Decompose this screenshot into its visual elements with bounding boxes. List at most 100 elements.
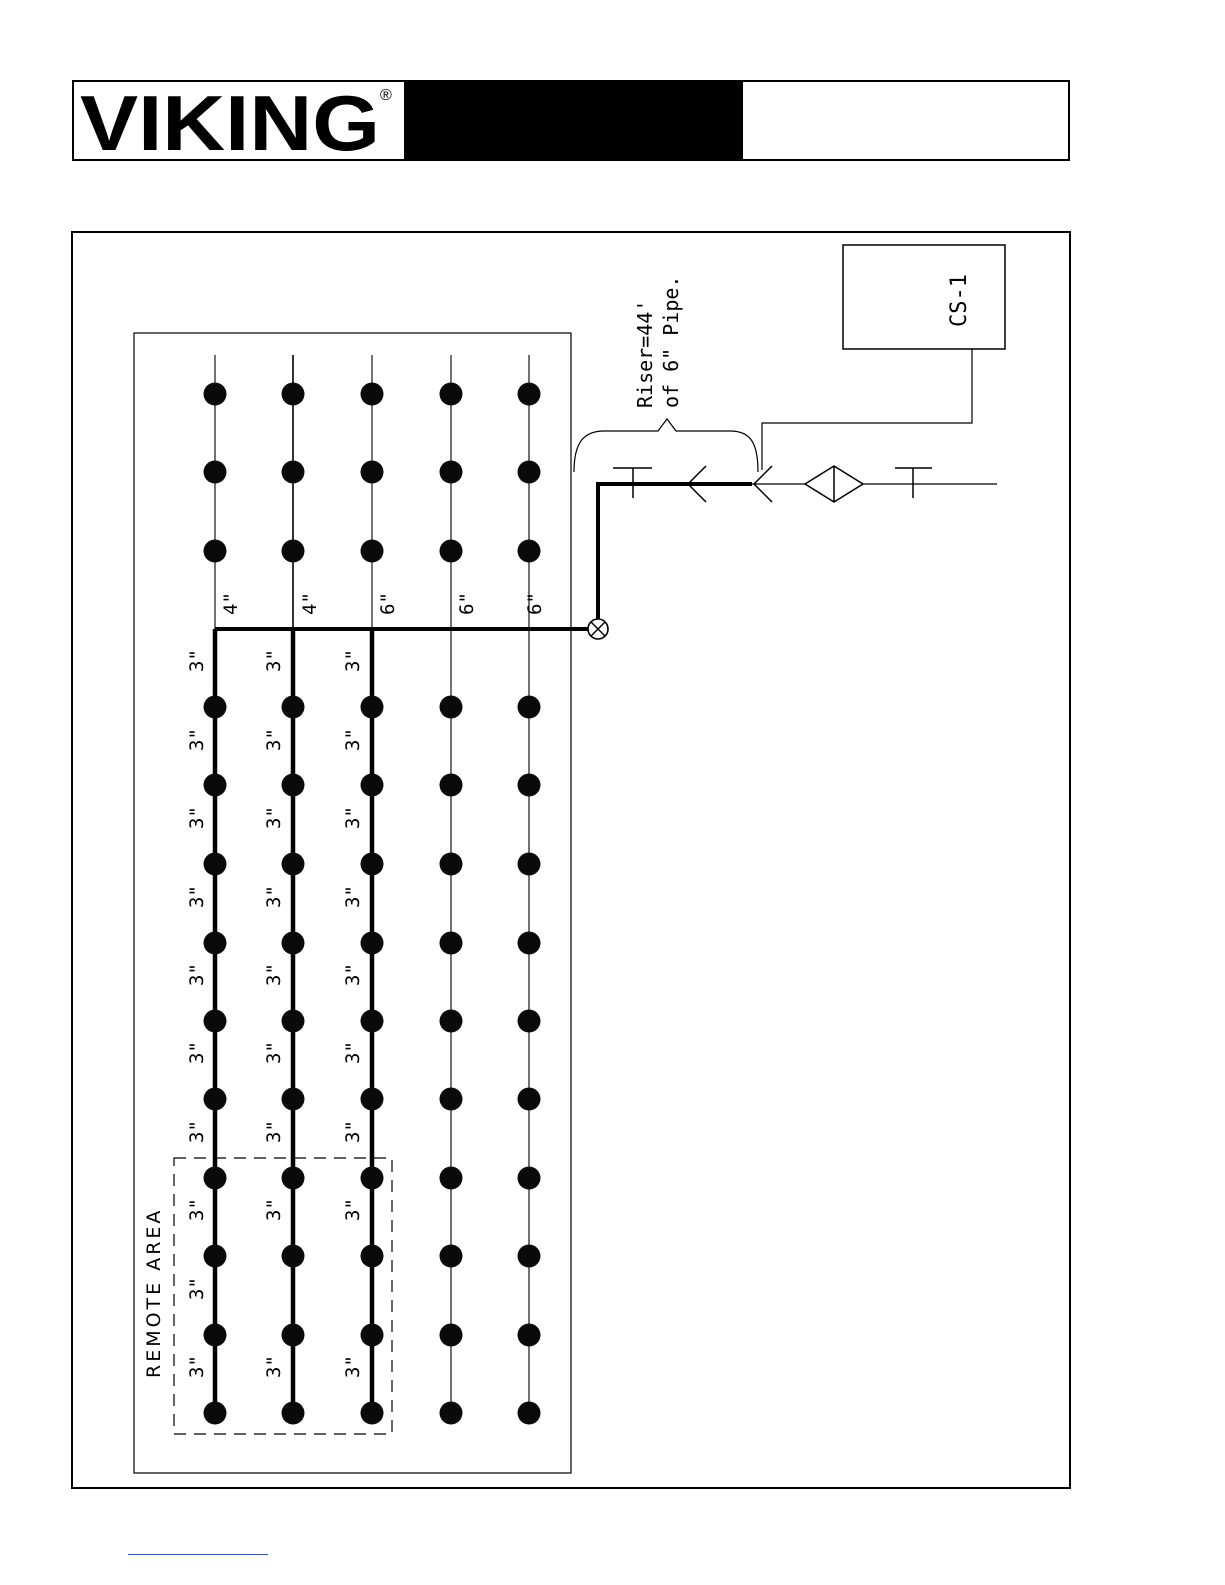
- branch-size-label: 3": [186, 728, 208, 751]
- branch-size-label: 3": [342, 806, 364, 829]
- branch-size-label: 3": [263, 728, 285, 751]
- sprinkler-head: [361, 540, 384, 563]
- branch-size-label: 3": [342, 963, 364, 986]
- branch-size-label: 3": [186, 1355, 208, 1378]
- sprinkler-head: [282, 1088, 305, 1111]
- sprinkler-head: [282, 932, 305, 955]
- sprinkler-head: [282, 1402, 305, 1425]
- sprinkler-head: [440, 1167, 463, 1190]
- sprinkler-head: [518, 932, 541, 955]
- branch-size-label: 3": [263, 1041, 285, 1064]
- main-size-label: 6": [456, 592, 478, 615]
- sprinkler-head: [361, 1167, 384, 1190]
- sprinkler-head: [440, 540, 463, 563]
- sprinkler-head: [440, 1088, 463, 1111]
- sprinkler-head: [518, 1402, 541, 1425]
- sprinkler-head: [204, 774, 227, 797]
- branch-size-label: 3": [342, 1041, 364, 1064]
- riser-brace: [574, 419, 758, 472]
- sprinkler-head: [518, 696, 541, 719]
- sprinkler-head: [440, 774, 463, 797]
- main-size-label: 4": [299, 592, 321, 615]
- sprinkler-head: [518, 461, 541, 484]
- sprinkler-head: [282, 696, 305, 719]
- main-size-label: 6": [524, 592, 546, 615]
- sprinkler-head: [282, 1167, 305, 1190]
- sprinkler-head: [440, 1245, 463, 1268]
- riser-note-line-1: Riser=44': [633, 300, 657, 408]
- sprinkler-head: [204, 1088, 227, 1111]
- sprinkler-head: [282, 1010, 305, 1033]
- sprinkler-head: [361, 853, 384, 876]
- sprinkler-head: [518, 1245, 541, 1268]
- branch-size-label: 3": [342, 1120, 364, 1143]
- sprinkler-head: [440, 461, 463, 484]
- branch-size-label: 3": [342, 649, 364, 672]
- branch-size-label: 3": [342, 885, 364, 908]
- branch-size-label: 3": [186, 806, 208, 829]
- sprinkler-head: [282, 774, 305, 797]
- sprinkler-head: [361, 932, 384, 955]
- branch-size-label: 3": [263, 806, 285, 829]
- branch-size-label: 3": [186, 1041, 208, 1064]
- sprinkler-head: [204, 932, 227, 955]
- sprinkler-head: [361, 1324, 384, 1347]
- sprinkler-head: [204, 1167, 227, 1190]
- sprinkler-head: [282, 383, 305, 406]
- sprinkler-head: [282, 461, 305, 484]
- sprinkler-head: [440, 1402, 463, 1425]
- sprinkler-head: [518, 1010, 541, 1033]
- branch-size-label: 3": [263, 1355, 285, 1378]
- sprinkler-head: [440, 1324, 463, 1347]
- branch-size-label: 3": [186, 963, 208, 986]
- branch-size-label: 3": [186, 1120, 208, 1143]
- branch-size-label: 3": [263, 649, 285, 672]
- main-size-label: 6": [377, 592, 399, 615]
- branch-size-label: 3": [186, 649, 208, 672]
- branch-size-label: 3": [263, 1120, 285, 1143]
- main-size-label: 4": [220, 592, 242, 615]
- sprinkler-head: [518, 383, 541, 406]
- footer-link-underline: [128, 1554, 268, 1556]
- sprinkler-head: [204, 461, 227, 484]
- sprinkler-head: [204, 1324, 227, 1347]
- sprinkler-head: [518, 1088, 541, 1111]
- sprinkler-head: [440, 853, 463, 876]
- sprinkler-head: [440, 932, 463, 955]
- sprinkler-head: [282, 853, 305, 876]
- sprinkler-head: [361, 1245, 384, 1268]
- sprinkler-head: [440, 383, 463, 406]
- supply-box-label: CS-1: [947, 274, 972, 327]
- branch-size-label: 3": [342, 728, 364, 751]
- sprinkler-head: [518, 774, 541, 797]
- sprinkler-head: [204, 853, 227, 876]
- sprinkler-head: [518, 1167, 541, 1190]
- sprinkler-head: [204, 696, 227, 719]
- sprinkler-head: [204, 1245, 227, 1268]
- supply-box: [843, 245, 1005, 349]
- branch-size-label: 3": [342, 1198, 364, 1221]
- branch-size-label: 3": [263, 1198, 285, 1221]
- branch-size-label: 3": [186, 1277, 208, 1300]
- supply-valve-symbol: [895, 468, 932, 498]
- branch-size-label: 3": [342, 1355, 364, 1378]
- riser-pipe: [598, 484, 752, 619]
- sprinkler-head: [518, 540, 541, 563]
- sprinkler-head: [361, 1402, 384, 1425]
- sprinkler-head: [361, 774, 384, 797]
- sprinkler-head: [518, 853, 541, 876]
- riser-note-line-2: of 6" Pipe.: [659, 276, 683, 408]
- sprinkler-head: [204, 383, 227, 406]
- sprinkler-head: [361, 1088, 384, 1111]
- branch-size-label: 3": [186, 1198, 208, 1221]
- branch-size-label: 3": [263, 963, 285, 986]
- supply-connection-line: [762, 349, 972, 470]
- sprinkler-head: [361, 1010, 384, 1033]
- sprinkler-head: [361, 383, 384, 406]
- sprinkler-head: [440, 1010, 463, 1033]
- branch-size-label: 3": [263, 885, 285, 908]
- sprinkler-head: [282, 1245, 305, 1268]
- branch-size-label: 3": [186, 885, 208, 908]
- sprinkler-head: [282, 540, 305, 563]
- sprinkler-head: [518, 1324, 541, 1347]
